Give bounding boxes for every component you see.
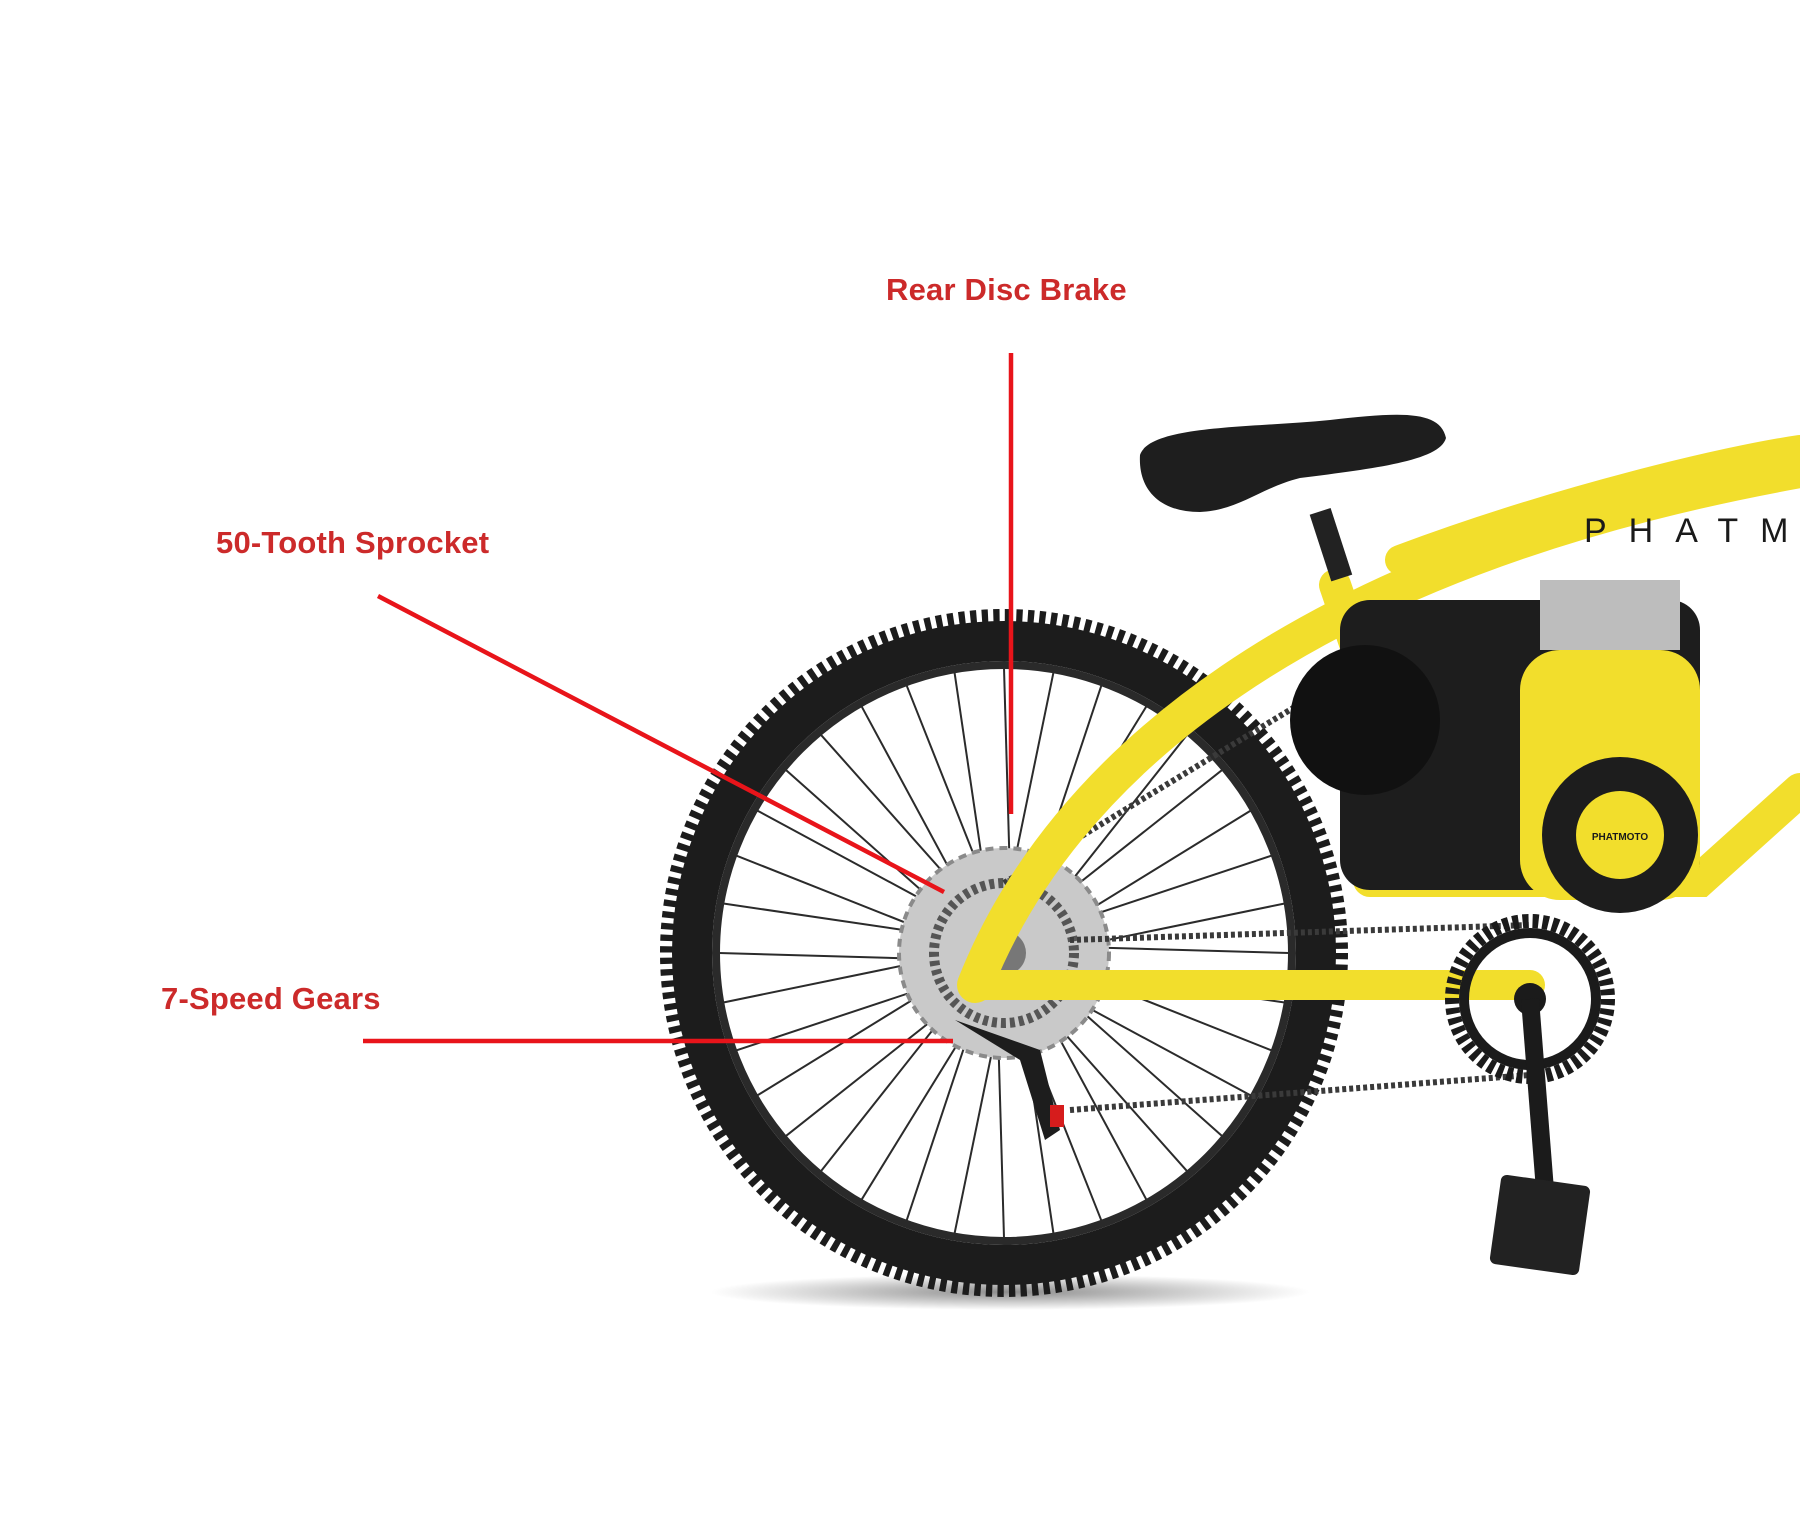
sprocket <box>929 878 1079 1028</box>
label-rear-disc-brake: Rear Disc Brake <box>886 272 1127 307</box>
leader-line-sprocket <box>376 594 946 894</box>
frame-brand-logo: PHATM <box>1584 512 1800 550</box>
pedal <box>1489 1174 1591 1276</box>
label-50-tooth-sprocket: 50-Tooth Sprocket <box>216 525 490 560</box>
rim <box>712 661 1296 1245</box>
leader-lines <box>363 353 1014 1044</box>
engine: PHATMOTO <box>1290 580 1700 913</box>
label-7-speed-gears: 7-Speed Gears <box>161 981 381 1016</box>
crankset <box>1445 914 1615 1276</box>
engine-badge: PHATMOTO <box>1592 832 1649 843</box>
derailleur <box>955 1020 1060 1140</box>
seat <box>1139 414 1446 582</box>
